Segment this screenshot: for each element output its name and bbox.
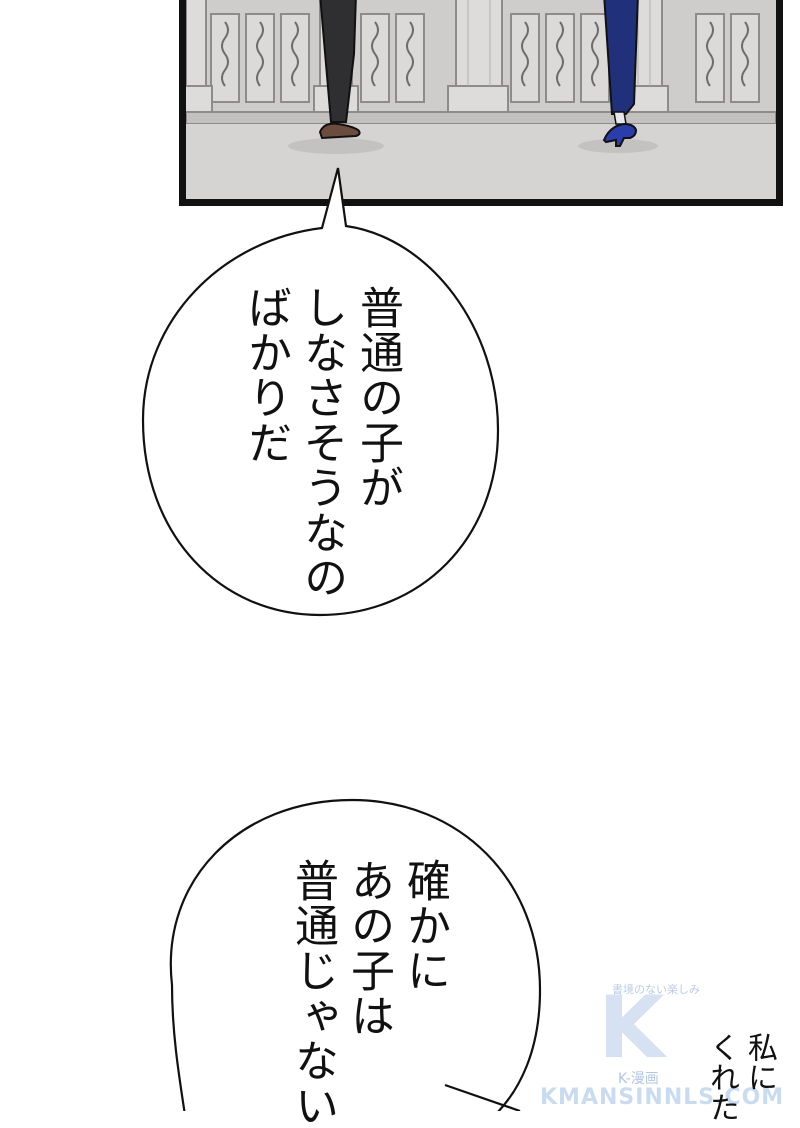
comic-panel [179,0,783,206]
speech-line: 確かに [399,858,450,993]
speech-line: ばかりだ [240,285,291,465]
watermark-sub: K-漫画 [618,1071,659,1087]
speech-line: 普通の子が [352,285,403,510]
speech-line: あの子は [343,858,394,1038]
side-dialogue-text: 私に くれた [702,1032,778,1122]
palace-colonnade-illustration [186,0,776,199]
speech-line: しなさそうなの [296,285,347,600]
watermark-url: KMANSINNLS.COM [540,1085,785,1110]
speech-line: 私に [742,1032,777,1092]
speech-bubble-2-text: 確かに あの子は 普通じゃない [284,858,452,1128]
speech-line: 普通じゃない [287,858,338,1128]
speech-line: くれた [704,1032,739,1122]
watermark-tagline: 書境のない楽しみ [612,983,700,996]
speech-bubble-3-tail [444,1083,521,1111]
watermark-logo-icon: K [598,978,665,1078]
speech-bubble-1-text: 普通の子が しなさそうなの ばかりだ [237,285,405,600]
